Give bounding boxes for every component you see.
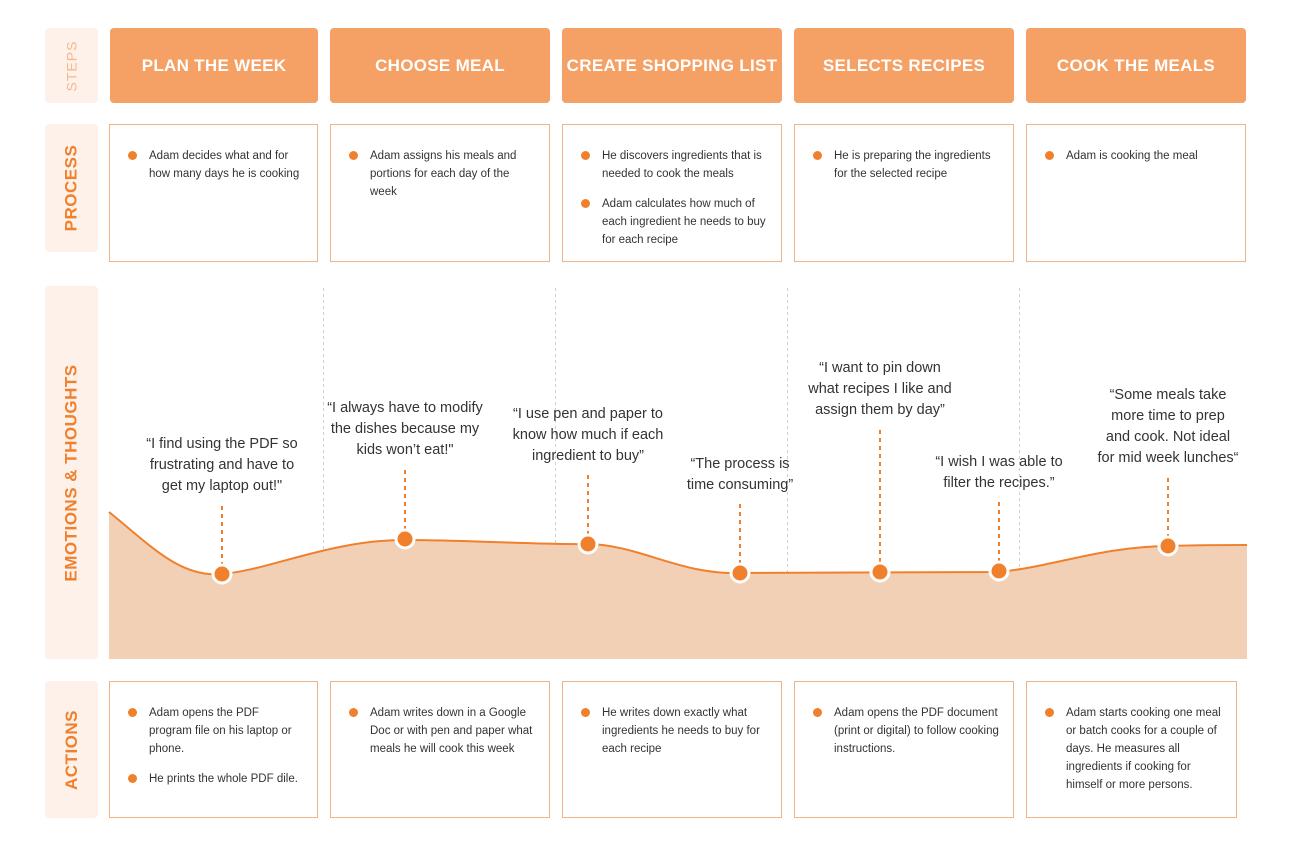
process-card-choose: Adam assigns his meals and portions for … [330, 124, 550, 262]
emotion-point [869, 561, 891, 583]
action-item: He writes down exactly what ingredients … [581, 704, 767, 758]
process-list-recipes: He is preparing the ingredients for the … [813, 147, 999, 183]
process-list-choose: Adam assigns his meals and portions for … [349, 147, 535, 201]
process-item: Adam decides what and for how many days … [128, 147, 303, 183]
thought-quote-4: “The process is time consuming” [686, 456, 794, 493]
emotion-points [211, 528, 1179, 585]
action-item: He prints the whole PDF dile. [128, 770, 303, 788]
emotion-point [211, 563, 233, 585]
process-card-recipes: He is preparing the ingredients for the … [794, 124, 1014, 262]
action-list-shopping: He writes down exactly what ingredients … [581, 704, 767, 758]
process-card-plan: Adam decides what and for how many days … [109, 124, 318, 262]
process-item: Adam is cooking the meal [1045, 147, 1231, 165]
emotion-point [577, 533, 599, 555]
process-item: He is preparing the ingredients for the … [813, 147, 999, 183]
action-item: Adam starts cooking one meal or batch co… [1045, 704, 1222, 794]
thought-quote-3: “I use pen and paper to know how much if… [512, 406, 664, 464]
row-label-actions: ACTIONS [45, 681, 98, 818]
process-item: Adam calculates how much of each ingredi… [581, 195, 767, 249]
thought-quote-2: “I always have to modify the dishes beca… [327, 400, 483, 458]
action-card-recipes: Adam opens the PDF document (print or di… [794, 681, 1014, 818]
process-list-plan: Adam decides what and for how many days … [128, 147, 303, 183]
action-item: Adam opens the PDF program file on his l… [128, 704, 303, 758]
action-list-choose: Adam writes down in a Google Doc or with… [349, 704, 535, 758]
thought-quote-6: “I wish I was able to filter the recipes… [935, 454, 1063, 491]
action-card-shopping: He writes down exactly what ingredients … [562, 681, 782, 818]
row-label-emotions: EMOTIONS & THOUGHTS [45, 286, 98, 659]
action-card-cook: Adam starts cooking one meal or batch co… [1026, 681, 1237, 818]
action-item: Adam writes down in a Google Doc or with… [349, 704, 535, 758]
process-card-shopping: He discovers ingredients that is needed … [562, 124, 782, 262]
process-list-shopping: He discovers ingredients that is needed … [581, 147, 767, 249]
process-card-cook: Adam is cooking the meal [1026, 124, 1246, 262]
step-choose-meal: CHOOSE MEAL [330, 28, 550, 103]
action-list-recipes: Adam opens the PDF document (print or di… [813, 704, 999, 758]
step-cook-the-meals: COOK THE MEALS [1026, 28, 1246, 103]
thought-quote-5: “I want to pin down what recipes I like … [808, 360, 952, 418]
thought-quote-1: “I find using the PDF so frustrating and… [146, 436, 298, 494]
emotion-point [394, 528, 416, 550]
emotion-point [729, 562, 751, 584]
thought-quote-7: “Some meals take more time to prep and c… [1097, 387, 1239, 466]
action-card-choose: Adam writes down in a Google Doc or with… [330, 681, 550, 818]
process-item: Adam assigns his meals and portions for … [349, 147, 535, 201]
step-create-shopping-list: CREATE SHOPPING LIST [562, 28, 782, 103]
emotion-point [988, 560, 1010, 582]
row-label-process: PROCESS [45, 124, 98, 252]
step-selects-recipes: SELECTS RECIPES [794, 28, 1014, 103]
thought-connectors [221, 430, 1169, 565]
step-plan-the-week: PLAN THE WEEK [110, 28, 318, 103]
action-card-plan: Adam opens the PDF program file on his l… [109, 681, 318, 818]
process-item: He discovers ingredients that is needed … [581, 147, 767, 183]
row-label-steps: STEPS [45, 28, 98, 103]
action-list-cook: Adam starts cooking one meal or batch co… [1045, 704, 1222, 794]
emotion-point [1157, 535, 1179, 557]
emotion-area [109, 512, 1247, 659]
action-item: Adam opens the PDF document (print or di… [813, 704, 999, 758]
action-list-plan: Adam opens the PDF program file on his l… [128, 704, 303, 788]
process-list-cook: Adam is cooking the meal [1045, 147, 1231, 165]
